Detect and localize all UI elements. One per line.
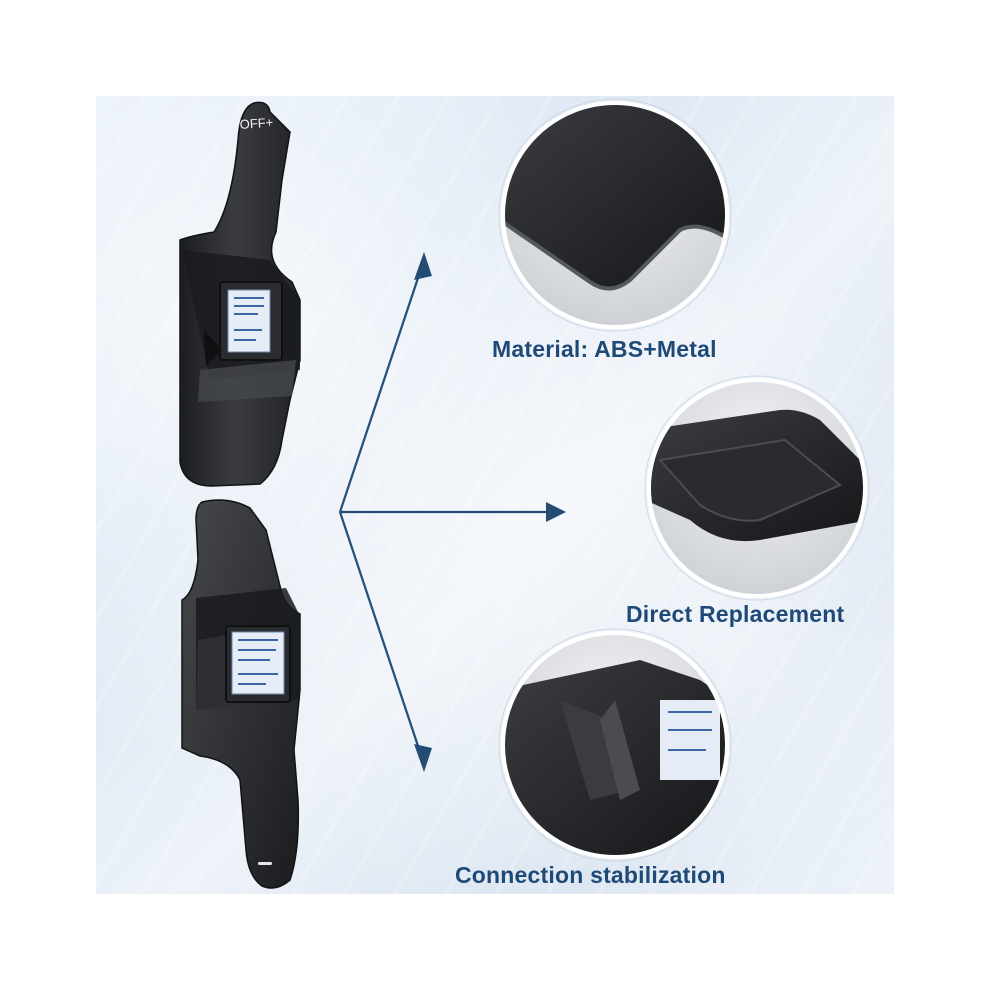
off-plus-label: OFF+ [239,115,274,132]
zoom-circle-connection [498,628,732,862]
paddle-bottom [181,499,301,889]
feature-label-connection: Connection stabilization [455,862,726,888]
arrow-heads [414,252,566,772]
zoom-circle-replacement [644,375,870,601]
feature-label-material: Material: ABS+Metal [492,336,717,362]
zoom-circle-material [498,98,732,332]
pointer-arrows [338,265,552,759]
paddle-top [179,101,301,487]
feature-label-replacement: Direct Replacement [626,601,845,627]
